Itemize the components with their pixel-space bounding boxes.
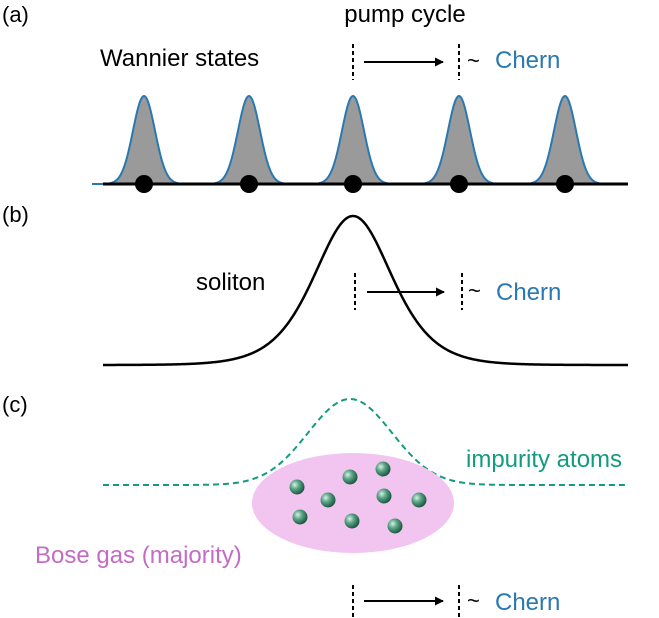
panel-b: (b) soliton ~ Chern bbox=[2, 202, 628, 367]
pump-cycle-title: pump cycle bbox=[344, 1, 465, 28]
impurity-atom-4 bbox=[320, 492, 336, 508]
panel-c-tag: (c) bbox=[2, 392, 28, 417]
lattice-site-4 bbox=[450, 175, 468, 193]
impurity-atom-1 bbox=[289, 479, 305, 495]
lattice-site-5 bbox=[556, 175, 574, 193]
wannier-peak-1 bbox=[92, 94, 196, 185]
impurity-atoms-label: impurity atoms bbox=[466, 446, 622, 473]
panel-b-tag: (b) bbox=[2, 202, 29, 227]
panel-a-tag: (a) bbox=[2, 2, 29, 27]
panel-c-tilde: ~ bbox=[467, 588, 480, 613]
wannier-peak-4 bbox=[407, 94, 511, 185]
impurity-atom-5 bbox=[376, 488, 392, 504]
impurity-atoms bbox=[289, 461, 427, 534]
impurity-atom-7 bbox=[292, 509, 308, 525]
panel-a: (a) pump cycle Wannier states ~ Chern bbox=[2, 1, 628, 193]
lattice-site-3 bbox=[344, 175, 362, 193]
impurity-density-curve bbox=[103, 397, 628, 486]
panel-a-tilde: ~ bbox=[467, 48, 480, 73]
wannier-peak-5 bbox=[513, 94, 617, 185]
wannier-states-label: Wannier states bbox=[100, 45, 259, 72]
wannier-peaks bbox=[92, 94, 617, 185]
lattice-site-1 bbox=[135, 175, 153, 193]
impurity-atom-9 bbox=[387, 518, 403, 534]
soliton-label: soliton bbox=[196, 269, 265, 296]
panel-c-chern-label: Chern bbox=[495, 589, 560, 616]
panel-b-tilde: ~ bbox=[468, 278, 481, 303]
impurity-atom-8 bbox=[344, 513, 360, 529]
bose-gas-cloud bbox=[252, 453, 454, 553]
panel-a-chern-label: Chern bbox=[495, 47, 560, 74]
soliton-curve bbox=[103, 214, 628, 367]
wannier-peak-2 bbox=[197, 94, 301, 185]
lattice-sites bbox=[135, 175, 574, 193]
impurity-atom-6 bbox=[411, 492, 427, 508]
impurity-atom-2 bbox=[342, 469, 358, 485]
panel-b-chern-label: Chern bbox=[496, 279, 561, 306]
impurity-atom-3 bbox=[375, 461, 391, 477]
bose-gas-label: Bose gas (majority) bbox=[35, 542, 242, 569]
wannier-peak-3 bbox=[301, 94, 405, 185]
panel-c: (c) impurity atoms Bose gas (majority) ~… bbox=[2, 392, 628, 618]
lattice-site-2 bbox=[240, 175, 258, 193]
